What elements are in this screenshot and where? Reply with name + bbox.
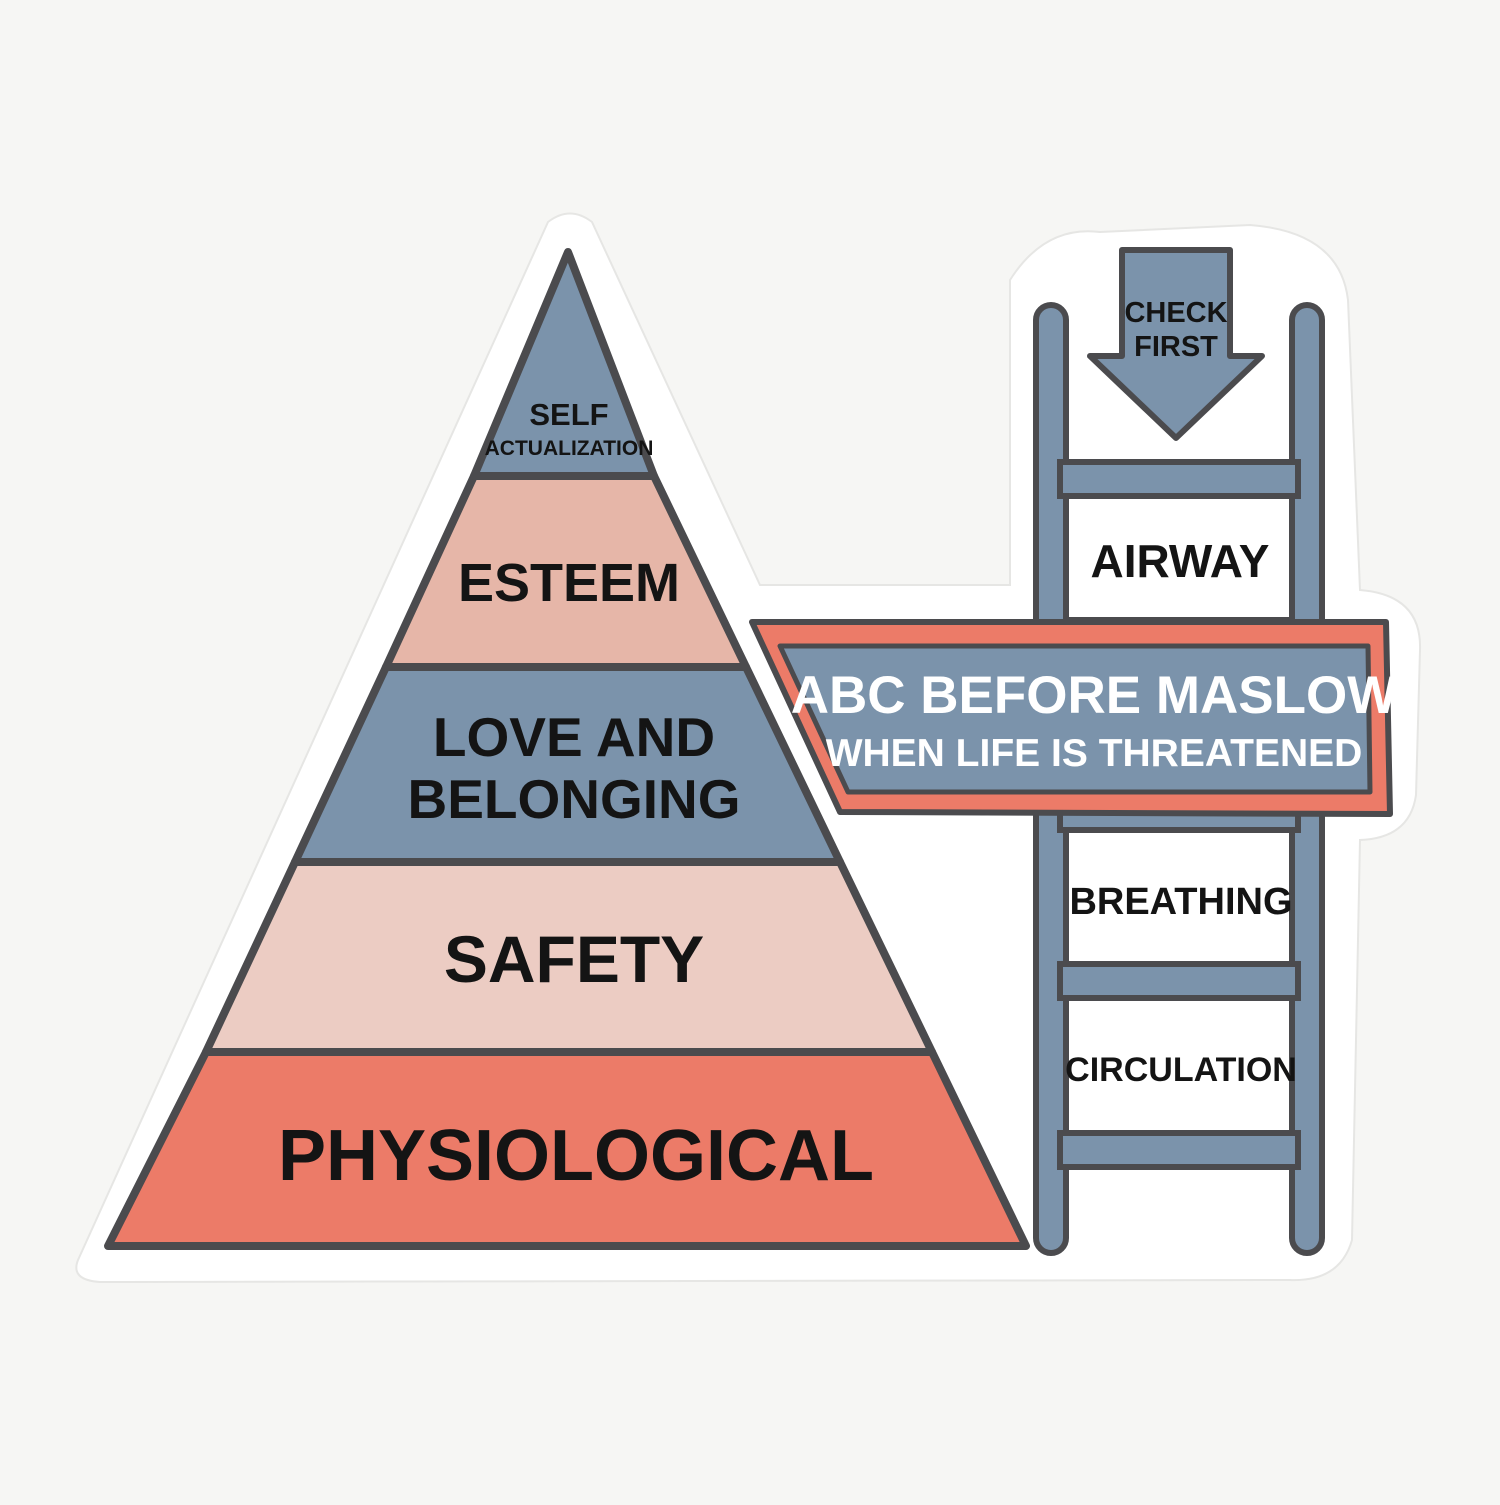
arrow-label-line1: CHECK [1124,297,1227,329]
abc-before-maslow-banner: ABC BEFORE MASLOW WHEN LIFE IS THREATENE… [749,619,1398,817]
ladder-step-circulation: CIRCULATION [1063,995,1297,1136]
arrow-label-line2: FIRST [1134,331,1218,363]
ladder-step-label: AIRWAY [1091,535,1270,587]
ladder-step-label: BREATHING [1069,881,1292,923]
down-arrow-icon [1087,247,1265,441]
pyramid-label-self-line1: SELF [529,397,608,432]
pyramid-label-love-line2: BELONGING [407,768,740,830]
ladder-rung [1057,459,1301,499]
check-first-arrow: CHECK FIRST [1087,247,1265,441]
banner-title: ABC BEFORE MASLOW [791,666,1398,725]
maslow-pyramid: SELF ACTUALIZATION ESTEEM LOVE AND BELON… [104,248,1030,1250]
ladder-step-breathing: BREATHING [1063,827,1295,967]
ladder-rung [1057,961,1301,1001]
banner-blue-panel [777,643,1373,795]
pyramid-level-self-actualization [470,248,658,480]
pyramid-label-safety: SAFETY [444,922,704,996]
ladder-step-airway: AIRWAY [1063,493,1295,623]
banner-subtitle: WHEN LIFE IS THREATENED [826,732,1363,775]
pyramid-label-esteem: ESTEEM [458,553,680,613]
ladder-step-label: CIRCULATION [1065,1051,1297,1089]
pyramid-label-physiological: PHYSIOLOGICAL [278,1116,874,1196]
pyramid-label-love-line1: LOVE AND [433,706,715,768]
ladder-rung [1057,1130,1301,1170]
pyramid-label-self-line2: ACTUALIZATION [485,437,654,460]
